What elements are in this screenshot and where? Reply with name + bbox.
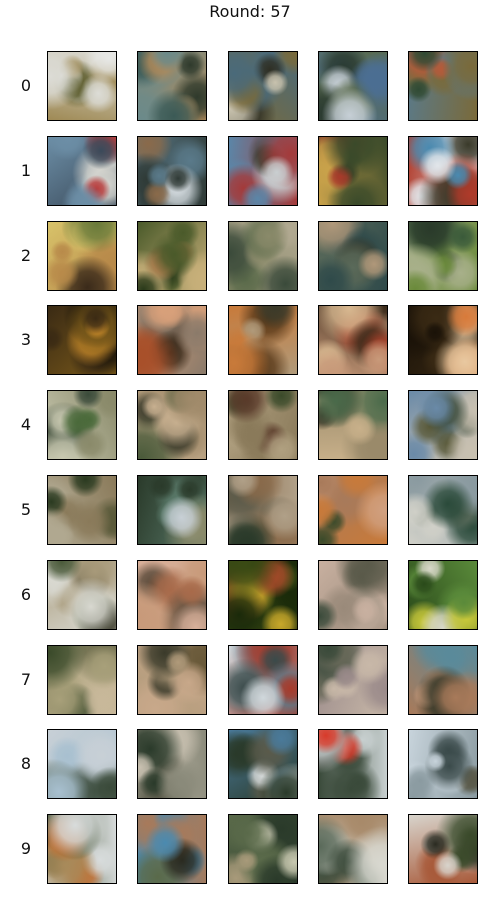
generated-image-tile xyxy=(228,560,298,630)
generated-image-tile xyxy=(318,305,388,375)
generated-image-tile xyxy=(408,305,478,375)
row-label: 1 xyxy=(20,161,32,180)
generated-image-tile xyxy=(408,814,478,884)
generated-image-tile xyxy=(47,729,117,799)
row-label: 6 xyxy=(20,585,32,604)
row-label: 3 xyxy=(20,330,32,349)
generated-image-tile xyxy=(228,814,298,884)
generated-image-tile xyxy=(408,136,478,206)
generated-image-tile xyxy=(318,51,388,121)
generated-image-tile xyxy=(47,390,117,460)
generated-image-tile xyxy=(408,221,478,291)
generated-image-tile xyxy=(137,814,207,884)
generated-image-tile xyxy=(228,729,298,799)
generated-image-tile xyxy=(408,645,478,715)
row-label: 9 xyxy=(20,839,32,858)
generated-image-tile xyxy=(318,475,388,545)
generated-image-tile xyxy=(137,475,207,545)
generated-image-tile xyxy=(408,560,478,630)
generated-image-tile xyxy=(47,560,117,630)
generated-image-tile xyxy=(137,305,207,375)
generated-image-tile xyxy=(228,221,298,291)
generated-image-tile xyxy=(47,475,117,545)
generated-image-tile xyxy=(408,390,478,460)
row-label: 5 xyxy=(20,500,32,519)
row-label: 8 xyxy=(20,754,32,773)
generated-image-tile xyxy=(47,51,117,121)
generated-image-tile xyxy=(318,390,388,460)
generated-image-tile xyxy=(137,221,207,291)
generated-image-tile xyxy=(47,136,117,206)
generated-image-tile xyxy=(228,136,298,206)
generated-image-tile xyxy=(47,305,117,375)
generated-image-tile xyxy=(318,560,388,630)
row-label: 0 xyxy=(20,76,32,95)
generated-image-tile xyxy=(137,645,207,715)
generated-image-tile xyxy=(408,475,478,545)
row-label: 4 xyxy=(20,415,32,434)
generated-image-tile xyxy=(137,390,207,460)
row-label: 2 xyxy=(20,246,32,265)
round-title: Round: 57 xyxy=(209,2,291,21)
generated-image-tile xyxy=(228,51,298,121)
generated-image-tile xyxy=(137,136,207,206)
generated-image-tile xyxy=(408,51,478,121)
generated-image-tile xyxy=(137,729,207,799)
generated-image-tile xyxy=(228,390,298,460)
generated-image-tile xyxy=(47,221,117,291)
generated-image-tile xyxy=(137,560,207,630)
generated-image-tile xyxy=(318,729,388,799)
generated-image-tile xyxy=(228,475,298,545)
generated-image-tile xyxy=(228,305,298,375)
generated-image-tile xyxy=(318,814,388,884)
generated-image-tile xyxy=(408,729,478,799)
row-label: 7 xyxy=(20,670,32,689)
generated-image-tile xyxy=(318,645,388,715)
generated-image-tile xyxy=(47,645,117,715)
generated-image-tile xyxy=(228,645,298,715)
generated-image-tile xyxy=(318,136,388,206)
generated-image-tile xyxy=(47,814,117,884)
generated-image-tile xyxy=(318,221,388,291)
generated-image-tile xyxy=(137,51,207,121)
